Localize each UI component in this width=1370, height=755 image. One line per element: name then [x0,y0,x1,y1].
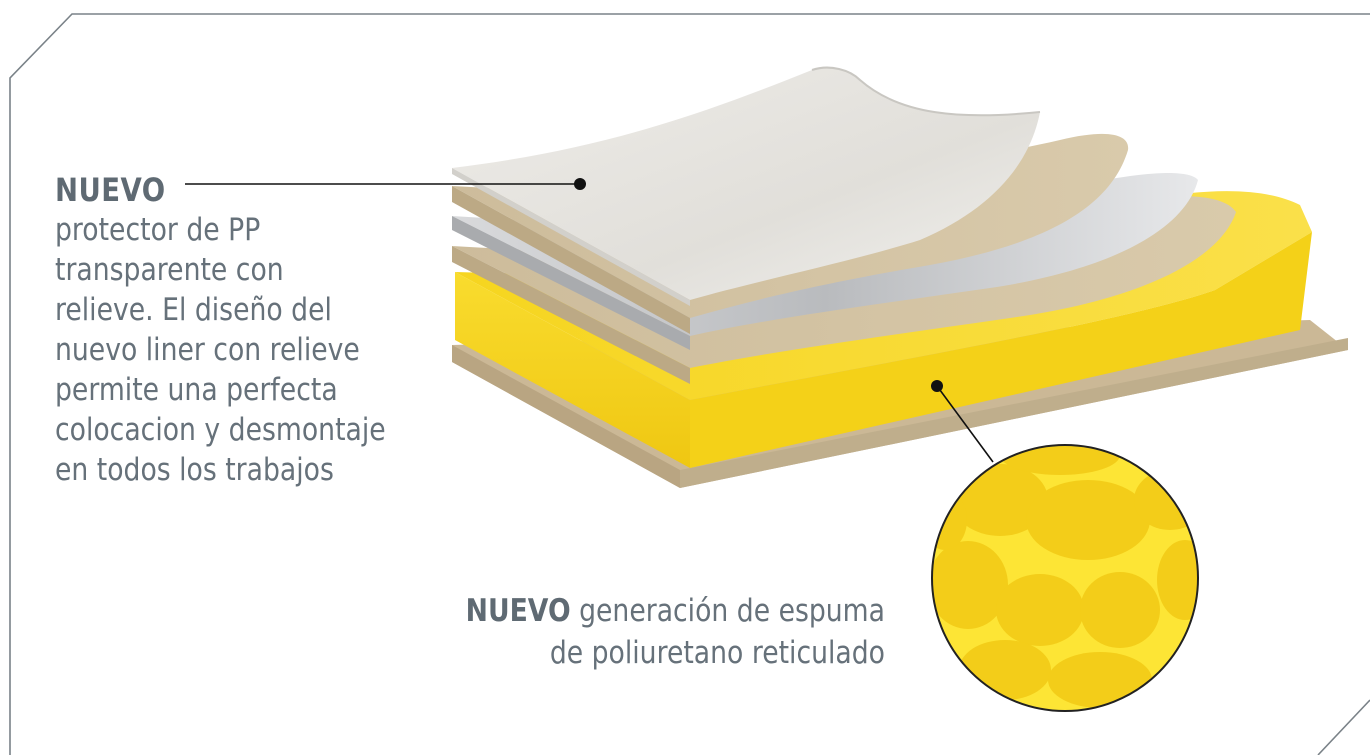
liner-callout: NUEVO protector de PP transparente con r… [55,170,433,490]
liner-layer [452,66,1041,306]
foam-callout-text: generación de espuma [570,593,885,629]
foam-magnifier [931,444,1199,712]
liner-callout-line: en todos los trabajos [55,452,334,488]
liner-callout-line: permite una perfecta [55,372,338,408]
foam-callout-line-2: de poliuretano reticulado [549,635,885,671]
liner-leader-dot [574,178,586,190]
liner-callout-line: nuevo liner con relieve [55,332,360,368]
liner-callout-line: colocacion y desmontaje [55,412,386,448]
foam-leader-dot [931,380,943,392]
liner-callout-line: relieve. El diseño del [55,292,332,328]
liner-callout-body: protector de PP transparente con relieve… [55,210,433,490]
liner-callout-title: NUEVO [55,171,166,209]
liner-callout-line: transparente con [55,252,284,288]
foam-callout: NUEVO generación de espuma de poliuretan… [412,590,885,674]
foam-callout-line-1: NUEVO generación de espuma [412,590,885,632]
foam-callout-title: NUEVO [465,593,571,629]
foam-leader-line [936,385,994,463]
liner-callout-line: protector de PP [55,212,261,248]
